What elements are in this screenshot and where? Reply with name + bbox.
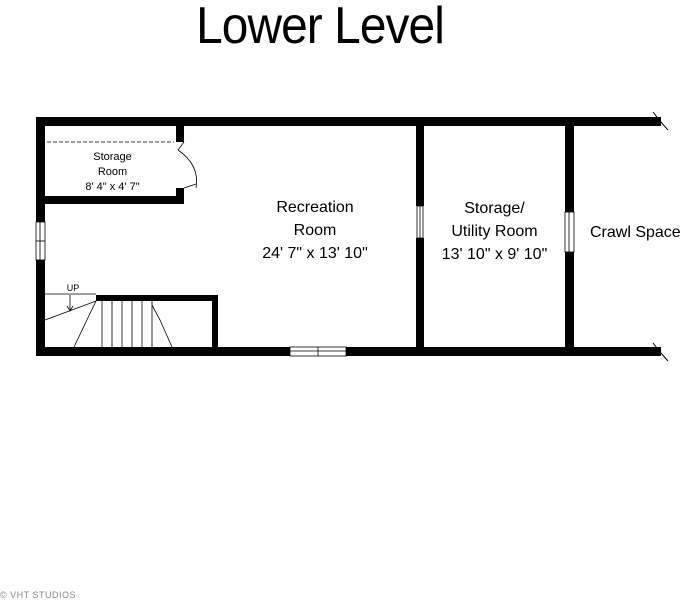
photo-credit: © VHT STUDIOS [0, 590, 76, 600]
interior-door [416, 205, 424, 239]
storage-room-name-2: Room [97, 166, 128, 178]
staircase [44, 293, 173, 348]
left-window [35, 221, 46, 261]
storage-room-walls [45, 126, 184, 204]
recreation-room-label: Recreation Room 24' 7" x 13' 10" [240, 196, 390, 265]
storage-room-name-1: Storage [93, 151, 132, 163]
recreation-room-name-1: Recreation [276, 199, 354, 216]
storage-door [177, 141, 197, 189]
recreation-room-dims: 24' 7" x 13' 10" [262, 245, 368, 262]
wall-break-marks [652, 111, 669, 362]
recreation-room-name-2: Room [293, 222, 337, 239]
floor-title: Lower Level [196, 0, 445, 55]
storage-room-label: Storage Room 8' 4" x 4' 7" [70, 150, 155, 195]
stairs-up-label: UP [66, 283, 80, 293]
storage-utility-label: Storage/ Utility Room 13' 10" x 9' 10" [424, 197, 565, 266]
storage-room-dims: 8' 4" x 4' 7" [85, 181, 140, 193]
crawl-space-label: Crawl Space [590, 224, 681, 241]
stair-walls [96, 295, 218, 347]
storage-utility-dims: 13' 10" x 9' 10" [441, 246, 548, 263]
crawl-window [564, 211, 575, 253]
bottom-window [289, 346, 347, 357]
interior-walls [416, 126, 574, 347]
storage-utility-name-2: Utility Room [451, 223, 538, 240]
storage-utility-name-1: Storage/ [464, 200, 525, 217]
